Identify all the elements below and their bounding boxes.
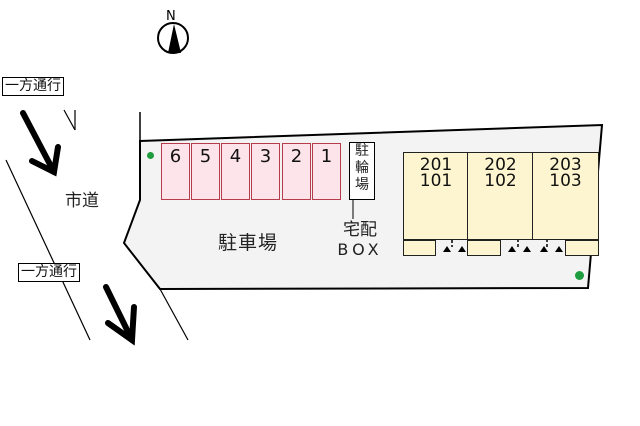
- unit-202-102: 202 102: [467, 152, 534, 240]
- unit-numbers: 203 103: [533, 155, 598, 191]
- parking-space-6: 6: [161, 143, 190, 200]
- unit-upper: 203: [549, 155, 582, 175]
- unit-201-101: 201 101: [403, 152, 469, 240]
- one-way-arrow-icon: [20, 110, 61, 177]
- entrance-marker-icon: [443, 246, 563, 252]
- parking-space-4: 4: [221, 143, 250, 200]
- bicycle-parking-label-1: 駐: [355, 143, 369, 159]
- unit-lower: 102: [484, 171, 517, 191]
- one-way-arrow-icon: [103, 284, 137, 346]
- bicycle-parking-label-2: 輪: [355, 160, 369, 176]
- bicycle-parking-label-3: 場: [355, 177, 369, 193]
- one-way-sign-bottom: 一方通行: [18, 263, 80, 282]
- parking-space-1: 1: [312, 143, 341, 200]
- parking-space-3: 3: [251, 143, 280, 200]
- unit-upper: 202: [484, 155, 517, 175]
- unit-upper: 201: [419, 155, 453, 175]
- bicycle-parking: 駐 輪 場: [349, 142, 375, 200]
- tree-icon: [575, 271, 584, 280]
- parking-space-2: 2: [282, 143, 311, 200]
- delivery-box-line2: BOX: [337, 240, 383, 259]
- unit-203-103: 203 103: [532, 152, 599, 240]
- porch: [565, 240, 599, 256]
- road-edge-east: [159, 288, 189, 341]
- delivery-box-line1: 宅配: [343, 220, 377, 240]
- porch: [467, 240, 501, 256]
- unit-lower: 103: [549, 171, 582, 191]
- road-edge-west: [5, 159, 91, 341]
- unit-numbers: 202 102: [468, 155, 533, 191]
- north-arrow-icon: [157, 22, 189, 54]
- delivery-box-label: 宅配 BOX: [330, 220, 390, 260]
- unit-lower: 101: [419, 171, 453, 191]
- compass-label: N: [166, 9, 176, 24]
- parking-space-5: 5: [191, 143, 220, 200]
- parking-lot-label: 駐車場: [218, 232, 279, 254]
- porch: [403, 240, 436, 256]
- city-road-label: 市道: [65, 191, 99, 211]
- one-way-sign-top: 一方通行: [2, 77, 64, 96]
- tree-icon: [147, 152, 154, 159]
- road-edge-top: [63, 109, 76, 131]
- unit-numbers: 201 101: [404, 155, 468, 191]
